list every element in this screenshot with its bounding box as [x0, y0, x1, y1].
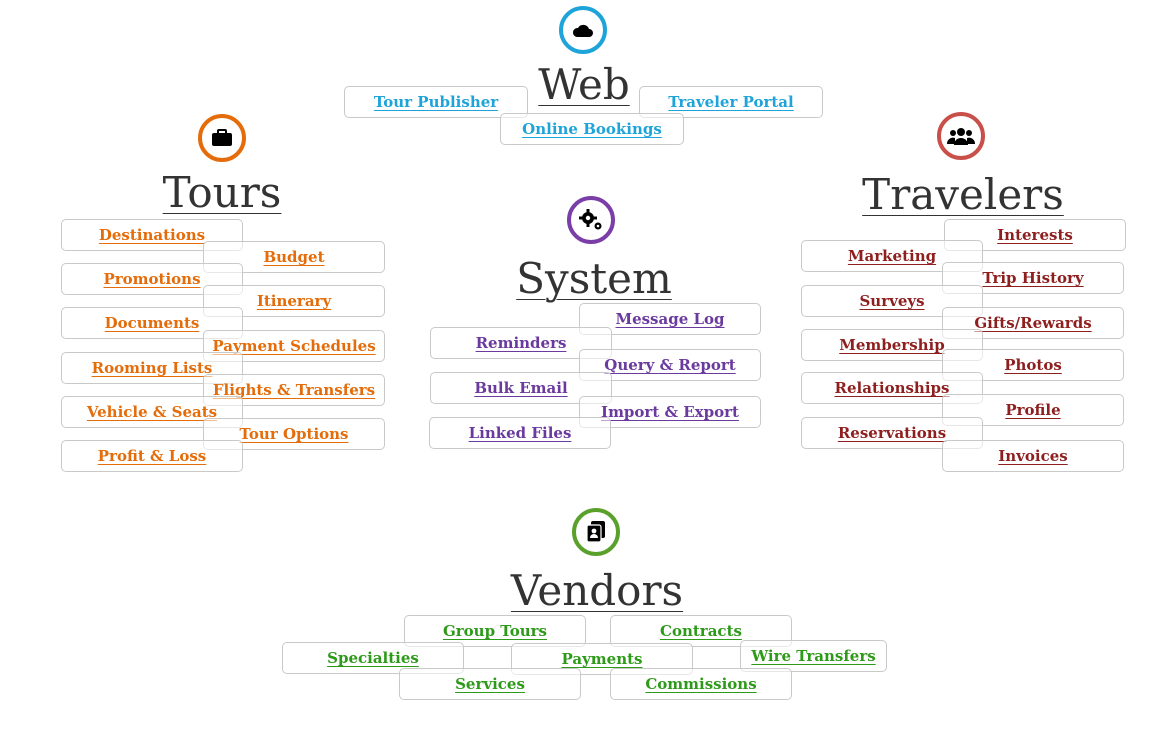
briefcase-icon — [198, 114, 246, 162]
travelers-link-reservations[interactable]: Reservations — [801, 417, 983, 449]
vendors-heading: Vendors — [510, 566, 684, 615]
travelers-link-interests[interactable]: Interests — [944, 219, 1126, 251]
cloud-icon — [559, 6, 607, 54]
vendors-link-contracts[interactable]: Contracts — [610, 615, 792, 647]
web-link-tour-publisher[interactable]: Tour Publisher — [344, 86, 528, 118]
tours-link-destinations[interactable]: Destinations — [61, 219, 243, 251]
tours-link-tour-options[interactable]: Tour Options — [203, 418, 385, 450]
tours-link-profit-loss[interactable]: Profit & Loss — [61, 440, 243, 472]
web-heading: Web — [538, 60, 630, 109]
travelers-link-invoices[interactable]: Invoices — [942, 440, 1124, 472]
web-link-traveler-portal[interactable]: Traveler Portal — [639, 86, 823, 118]
group-icon — [937, 112, 985, 160]
travelers-heading: Travelers — [862, 170, 1064, 219]
system-heading: System — [516, 254, 672, 303]
tours-heading: Tours — [162, 168, 282, 217]
vendors-link-group-tours[interactable]: Group Tours — [404, 615, 586, 647]
travelers-link-marketing[interactable]: Marketing — [801, 240, 983, 272]
vendors-link-wire-transfers[interactable]: Wire Transfers — [740, 640, 887, 672]
system-link-linked-files[interactable]: Linked Files — [429, 417, 611, 449]
contacts-icon — [572, 508, 620, 556]
vendors-link-services[interactable]: Services — [399, 668, 581, 700]
web-link-online-bookings[interactable]: Online Bookings — [500, 113, 684, 145]
gears-icon — [567, 196, 615, 244]
tours-link-vehicle-seats[interactable]: Vehicle & Seats — [61, 396, 243, 428]
tours-link-promotions[interactable]: Promotions — [61, 263, 243, 295]
vendors-link-commissions[interactable]: Commissions — [610, 668, 792, 700]
tours-link-payment-schedules[interactable]: Payment Schedules — [203, 330, 385, 362]
